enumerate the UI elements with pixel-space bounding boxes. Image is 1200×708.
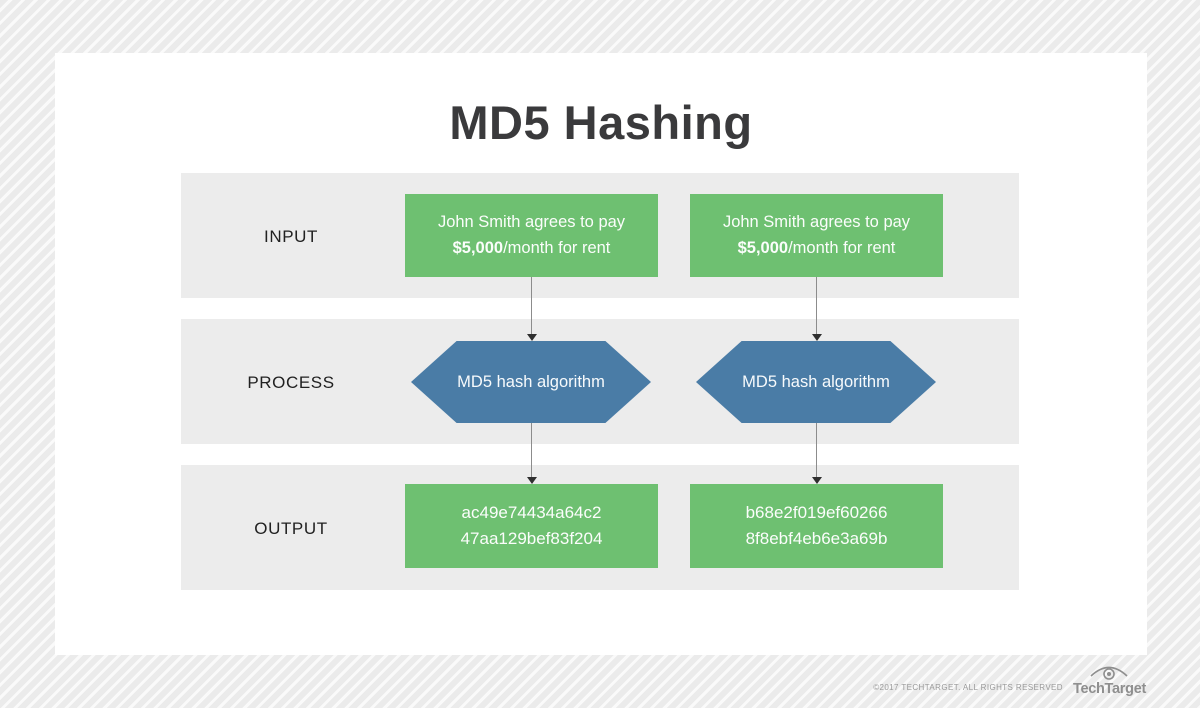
output-box-2: b68e2f019ef60266 8f8ebf4eb6e3a69b (690, 484, 943, 568)
output-hash-line2: 8f8ebf4eb6e3a69b (745, 529, 888, 548)
output-hash-line2: 47aa129bef83f204 (460, 529, 603, 548)
infographic-card: MD5 Hashing INPUT PROCESS OUTPUT John Sm… (55, 53, 1147, 655)
arrow-head-icon (527, 334, 537, 341)
arrow-head-icon (812, 334, 822, 341)
process-text: MD5 hash algorithm (457, 372, 605, 391)
copyright-text: ©2017 TECHTARGET. ALL RIGHTS RESERVED (873, 683, 1063, 692)
process-hexagon-2: MD5 hash algorithm (696, 341, 936, 423)
techtarget-logo-text: TechTarget (1072, 680, 1146, 697)
output-hash-line1: ac49e74434a64c2 (461, 502, 602, 522)
arrow-head-icon (527, 477, 537, 484)
process-hexagon-1: MD5 hash algorithm (411, 341, 651, 423)
techtarget-logo: TechTarget (1073, 664, 1146, 697)
input-amount-rest: /month for rent (788, 238, 896, 257)
input-text-line1: John Smith agrees to pay (437, 212, 626, 231)
page-title: MD5 Hashing (449, 96, 753, 149)
input-row-label: INPUT (264, 227, 318, 246)
input-box-2: John Smith agrees to pay $5,000/month fo… (690, 194, 943, 277)
techtarget-eye-icon (1090, 666, 1129, 680)
process-text: MD5 hash algorithm (742, 372, 890, 391)
arrow-head-icon (812, 477, 822, 484)
input-text-line1: John Smith agrees to pay (722, 212, 911, 231)
arrow-line (531, 277, 532, 334)
input-text-line2: $5,000/month for rent (405, 236, 658, 262)
output-hash-line1: b68e2f019ef60266 (745, 502, 888, 522)
input-amount-rest: /month for rent (503, 238, 611, 257)
input-amount: $5,000 (452, 238, 504, 257)
process-row-label: PROCESS (247, 373, 335, 392)
arrow-line (531, 423, 532, 477)
arrow-line (816, 277, 817, 334)
output-box-1: ac49e74434a64c2 47aa129bef83f204 (405, 484, 658, 568)
arrow-line (816, 423, 817, 477)
output-row-label: OUTPUT (254, 519, 328, 538)
footer: ©2017 TECHTARGET. ALL RIGHTS RESERVED Te… (873, 664, 1146, 697)
input-text-line2: $5,000/month for rent (690, 236, 943, 262)
input-box-1: John Smith agrees to pay $5,000/month fo… (405, 194, 658, 277)
input-amount: $5,000 (737, 238, 789, 257)
